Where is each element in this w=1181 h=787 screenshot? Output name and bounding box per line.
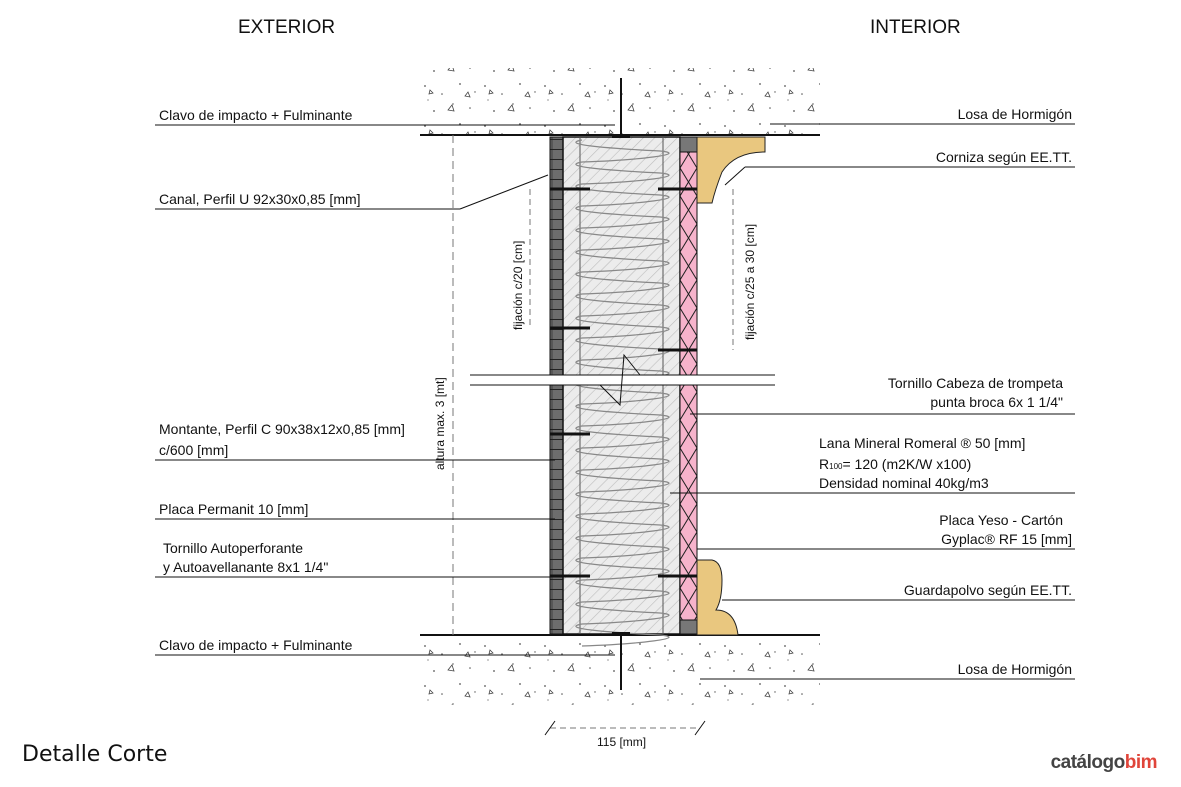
label-stud: Montante, Perfil C 90x38x12x0,85 [mm]	[159, 421, 405, 437]
screws	[550, 187, 697, 578]
label-mineral-wool: Lana Mineral Romeral ® 50 [mm]	[819, 435, 1025, 451]
label-r-value: R100= 120 (m2K/W x100)	[819, 456, 971, 472]
mineral-wool-insulation	[575, 139, 670, 647]
label-impact-nail-bottom: Clavo de impacto + Fulminante	[159, 637, 353, 653]
width-dimension: 115 [mm]	[597, 735, 646, 749]
break-line	[470, 353, 775, 407]
label-impact-nail-top: Clavo de impacto + Fulminante	[159, 107, 353, 123]
right-leaders	[670, 123, 1075, 680]
label-trumpet-screw-2: punta broca 6x 1 1/4"	[930, 394, 1063, 410]
label-channel: Canal, Perfil U 92x30x0,85 [mm]	[159, 191, 361, 207]
label-density: Densidad nominal 40kg/m3	[819, 475, 989, 491]
fixing-left-dimension: fijación c/20 [cm]	[511, 241, 525, 330]
fixing-right-dimension: fijación c/25 a 30 [cm]	[743, 224, 757, 340]
label-cornice: Corniza según EE.TT.	[936, 149, 1072, 165]
label-baseboard: Guardapolvo según EE.TT.	[904, 582, 1072, 598]
drawing-title: Detalle Corte	[22, 742, 168, 767]
label-self-drilling-screw: Tornillo Autoperforante	[163, 540, 303, 556]
baseboard	[696, 559, 739, 636]
interior-heading: INTERIOR	[870, 17, 961, 38]
label-permanit: Placa Permanit 10 [mm]	[159, 501, 308, 517]
height-dimension: altura max. 3 [mt]	[433, 377, 447, 470]
label-self-drilling-screw-2: y Autoavellanante 8x1 1/4"	[163, 559, 328, 575]
label-trumpet-screw: Tornillo Cabeza de trompeta	[888, 375, 1063, 391]
gypsum-board	[679, 151, 698, 621]
label-slab-top: Losa de Hormigón	[958, 106, 1072, 122]
label-slab-bottom: Losa de Hormigón	[958, 661, 1072, 677]
cornice	[696, 136, 766, 204]
top-spacer	[679, 136, 698, 153]
bottom-spacer	[679, 619, 698, 635]
left-leaders	[155, 124, 615, 656]
impact-nails	[612, 78, 630, 690]
label-gyplac: Gyplac® RF 15 [mm]	[941, 531, 1072, 547]
label-gypsum-board: Placa Yeso - Cartón	[939, 512, 1063, 528]
exterior-heading: EXTERIOR	[238, 17, 335, 38]
label-stud-spacing: c/600 [mm]	[159, 442, 228, 458]
catalogobim-logo: catálogobim	[1050, 752, 1158, 773]
